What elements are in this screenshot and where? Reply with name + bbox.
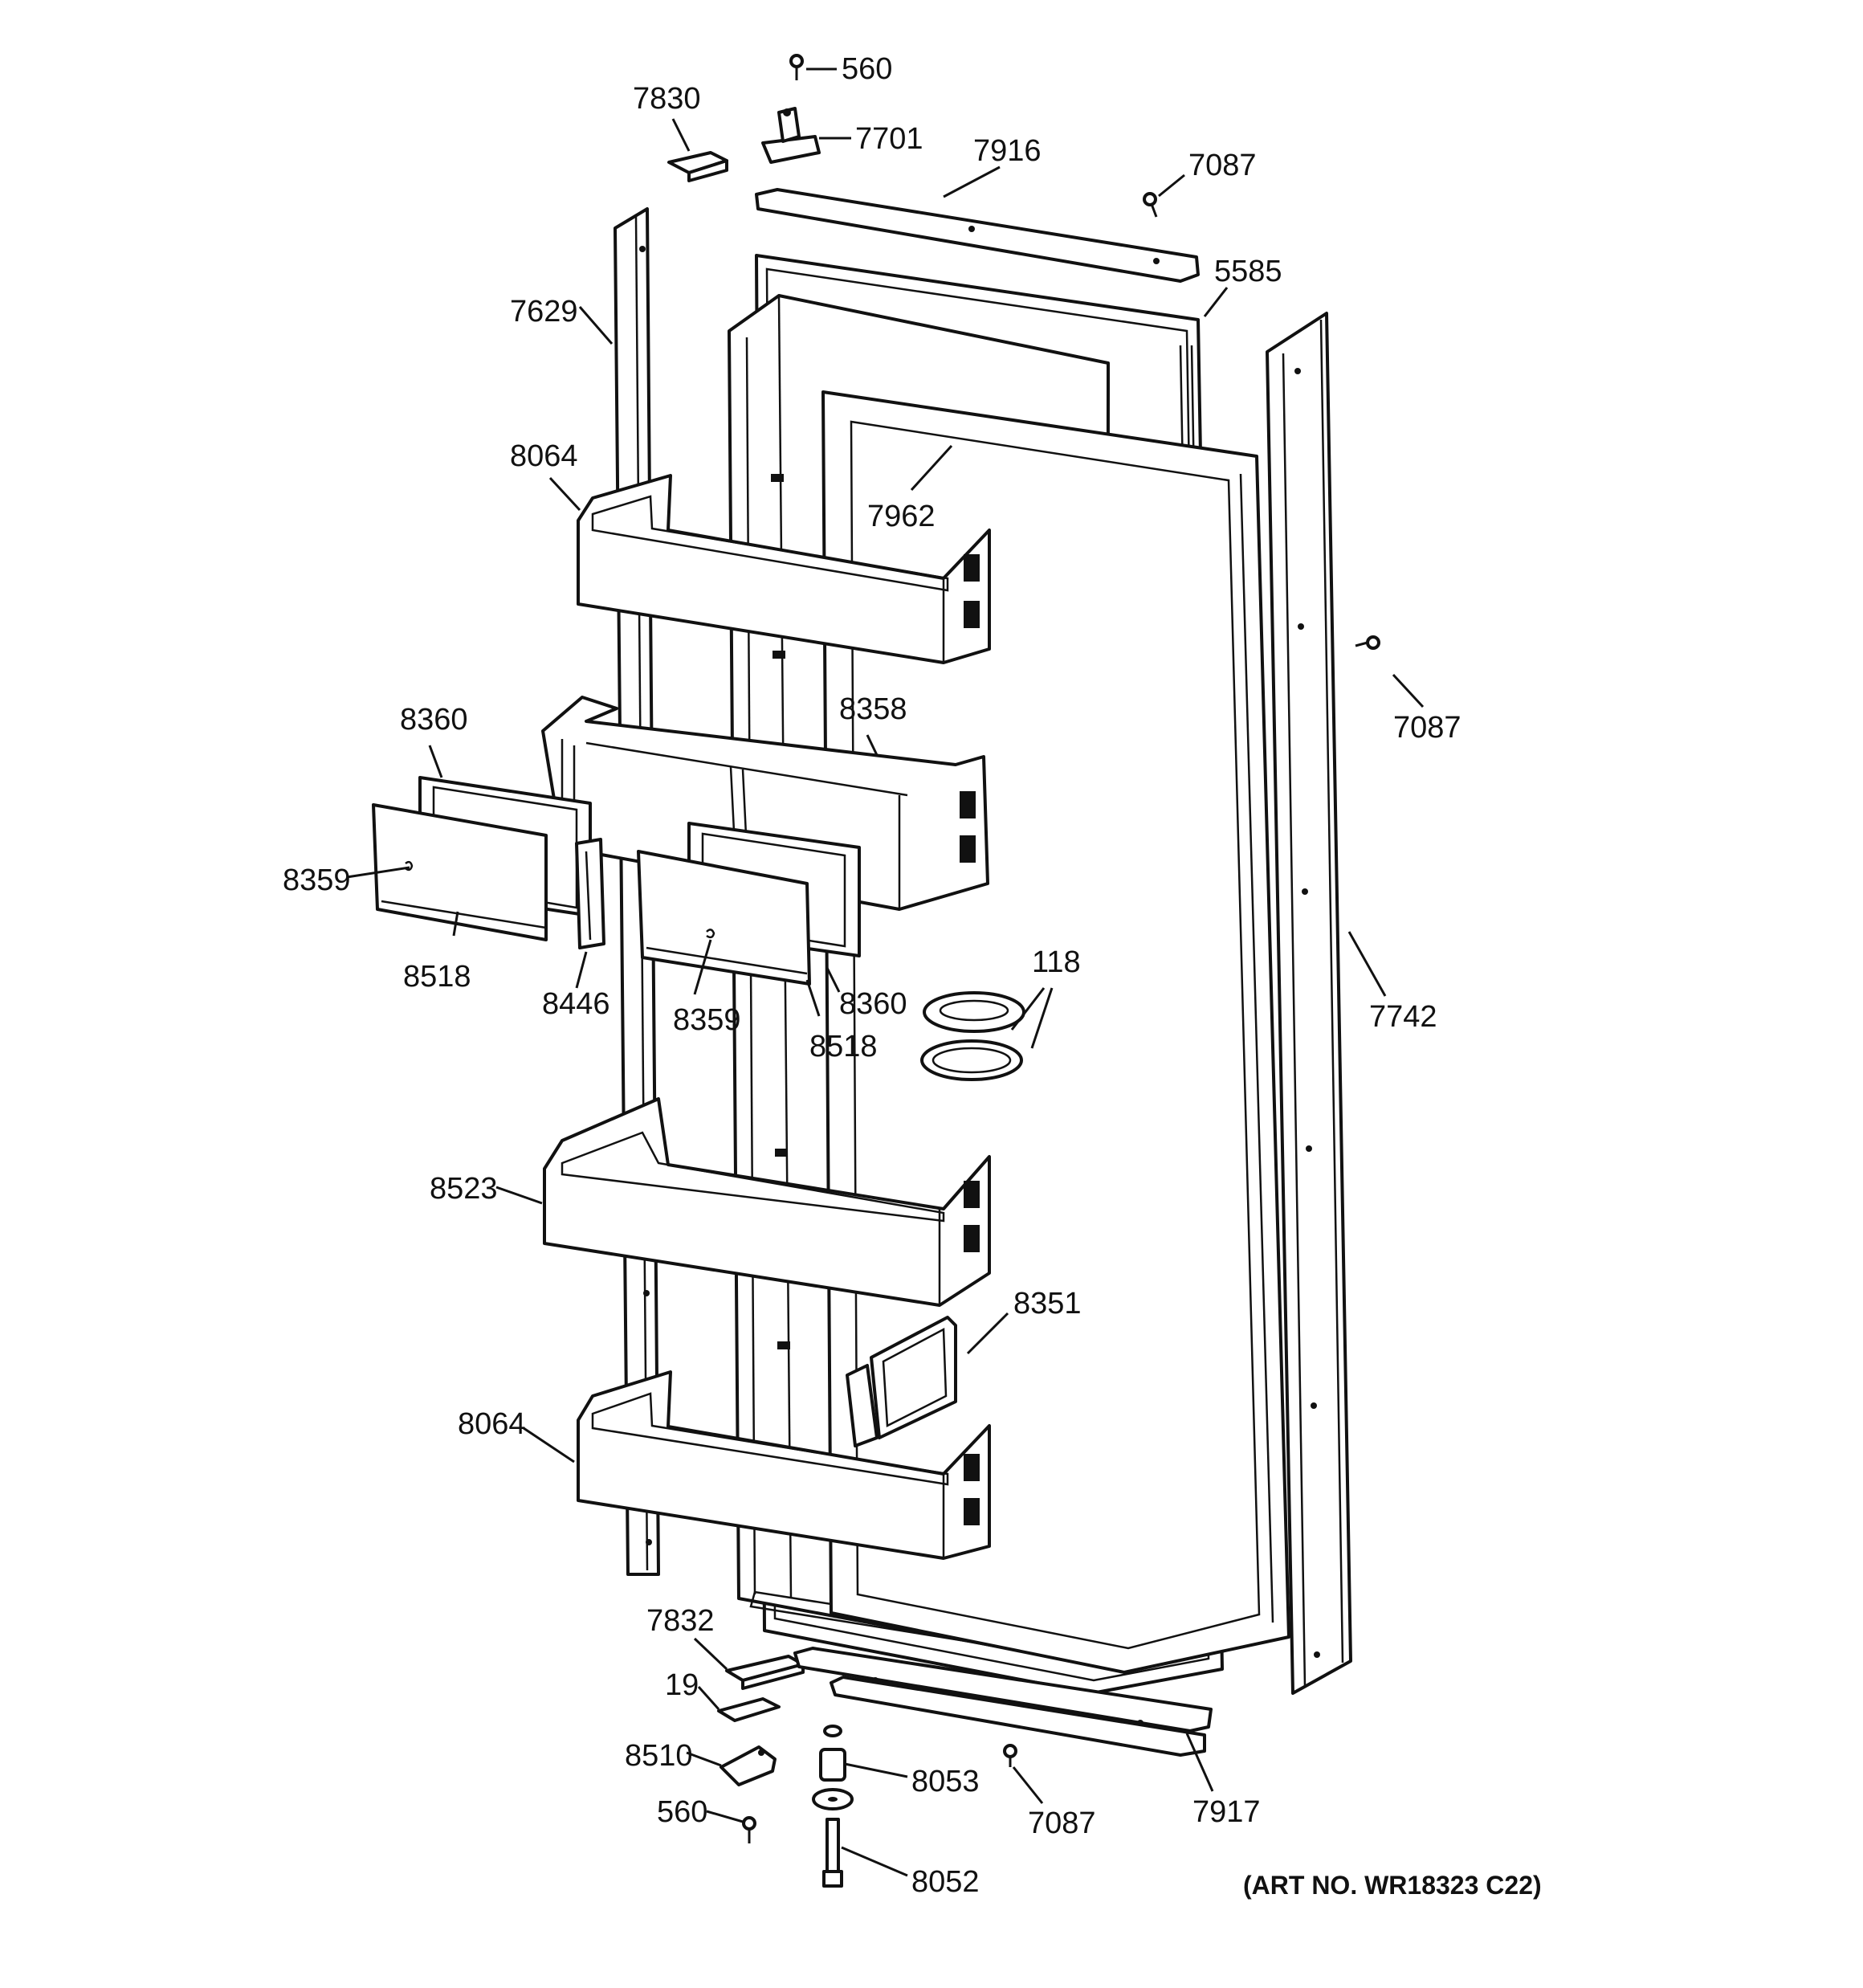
label-7087-bottom: 7087 [1028,1806,1096,1840]
leader-lines [346,67,1425,1877]
label-8518-left: 8518 [403,960,471,994]
block-7830 [667,151,728,182]
label-8359-mid: 8359 [673,1003,741,1037]
art-number: (ART NO. WR18323 C22) [1243,1871,1542,1900]
label-8064-top: 8064 [510,439,578,473]
hinge-7701 [761,107,821,164]
shelf-bin-8064-top [577,474,991,664]
label-5585: 5585 [1214,255,1282,288]
label-8360-left: 8360 [400,703,468,737]
label-7917: 7917 [1192,1795,1261,1829]
label-8523: 8523 [430,1172,498,1206]
bar-8446 [575,838,605,949]
label-7832: 7832 [646,1604,715,1638]
label-8518-mid: 8518 [809,1030,878,1063]
label-7962: 7962 [867,500,936,533]
bushing-8053 [812,1725,854,1810]
block-7832 [725,1655,805,1690]
label-7087-right: 7087 [1393,711,1461,745]
label-8351: 8351 [1013,1287,1082,1321]
label-7701: 7701 [855,122,923,156]
label-19: 19 [665,1668,699,1702]
screw-7087-top [1143,192,1158,218]
label-7742: 7742 [1369,1000,1437,1034]
screw-7087-bottom [1003,1744,1017,1767]
label-7629: 7629 [510,295,578,329]
label-8064-bottom: 8064 [458,1407,526,1441]
label-7087-top: 7087 [1188,149,1257,182]
label-8053: 8053 [911,1765,980,1798]
plate-19 [717,1697,781,1722]
part-118 [920,991,1025,1081]
shelf-bin-8064-bottom [577,1370,991,1560]
label-8446: 8446 [542,987,610,1021]
label-8358: 8358 [839,692,907,726]
hinge-8510 [720,1745,777,1786]
label-560-bottom: 560 [657,1795,707,1829]
screw-560-bottom [742,1816,756,1843]
label-7916: 7916 [973,134,1042,168]
part-labels: 560 7830 7701 7916 7087 5585 7629 8064 7… [283,52,1542,1900]
screw-7087-right [1355,635,1380,650]
trim-7742 [1266,312,1352,1695]
screw-560-top [789,54,804,80]
label-560-top: 560 [842,52,892,86]
shelf-bin-8523 [543,1097,991,1307]
trim-7917 [793,1647,1213,1757]
label-8510: 8510 [625,1739,693,1773]
trim-7916 [755,188,1200,283]
door-8359-left [372,803,548,941]
label-7830: 7830 [633,82,701,116]
label-8360-mid: 8360 [839,987,907,1021]
bolt-8052 [822,1818,843,1888]
label-118: 118 [1032,945,1081,979]
cover-8351 [846,1316,957,1447]
label-8052: 8052 [911,1865,980,1899]
label-8359-left: 8359 [283,863,351,897]
